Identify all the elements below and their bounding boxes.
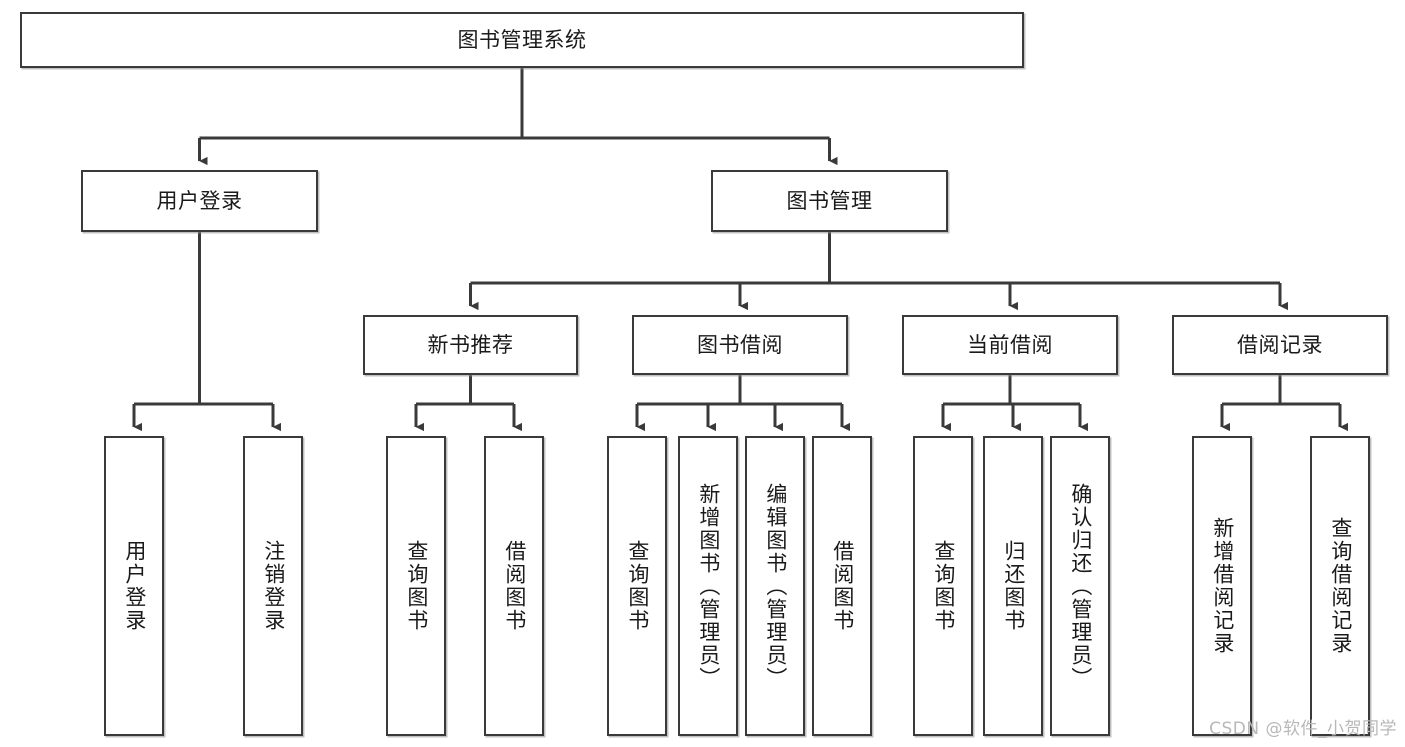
node-label: 查询图书 bbox=[404, 540, 429, 632]
node-leaf2: 注销登录 bbox=[243, 436, 303, 736]
node-label: 图书管理系统 bbox=[457, 27, 587, 52]
node-label: 借阅图书 bbox=[830, 540, 855, 632]
node-leaf10: 归还图书 bbox=[983, 436, 1043, 736]
node-label: 图书管理 bbox=[786, 188, 873, 213]
node-l1a: 用户登录 bbox=[81, 170, 318, 232]
node-label: 确认归还（管理员） bbox=[1068, 482, 1093, 690]
node-label: 编辑图书（管理员） bbox=[763, 482, 788, 690]
node-label: 新增图书（管理员） bbox=[696, 482, 721, 690]
node-l2b: 图书借阅 bbox=[632, 315, 848, 375]
node-leaf12: 新增借阅记录 bbox=[1192, 436, 1252, 736]
node-l2d: 借阅记录 bbox=[1172, 315, 1388, 375]
node-label: 借阅记录 bbox=[1237, 332, 1323, 357]
node-root: 图书管理系统 bbox=[20, 12, 1024, 68]
node-leaf3: 查询图书 bbox=[386, 436, 446, 736]
node-label: 查询图书 bbox=[931, 540, 956, 632]
node-leaf7: 编辑图书（管理员） bbox=[745, 436, 805, 736]
node-l1b: 图书管理 bbox=[711, 170, 948, 232]
node-leaf5: 查询图书 bbox=[607, 436, 667, 736]
node-label: 用户登录 bbox=[156, 188, 243, 213]
node-leaf8: 借阅图书 bbox=[812, 436, 872, 736]
node-l2c: 当前借阅 bbox=[902, 315, 1118, 375]
node-label: 借阅图书 bbox=[502, 540, 527, 632]
node-leaf6: 新增图书（管理员） bbox=[678, 436, 738, 736]
node-label: 新书推荐 bbox=[427, 332, 514, 357]
node-label: 用户登录 bbox=[122, 540, 147, 632]
node-label: 归还图书 bbox=[1001, 540, 1026, 632]
node-leaf11: 确认归还（管理员） bbox=[1050, 436, 1110, 736]
node-l2a: 新书推荐 bbox=[363, 315, 578, 375]
node-label: 查询图书 bbox=[625, 540, 650, 632]
node-leaf1: 用户登录 bbox=[104, 436, 164, 736]
node-label: 新增借阅记录 bbox=[1210, 517, 1235, 655]
node-label: 注销登录 bbox=[261, 540, 286, 632]
node-label: 查询借阅记录 bbox=[1328, 517, 1353, 655]
node-label: 当前借阅 bbox=[967, 332, 1053, 357]
node-leaf13: 查询借阅记录 bbox=[1310, 436, 1370, 736]
node-leaf9: 查询图书 bbox=[913, 436, 973, 736]
node-leaf4: 借阅图书 bbox=[484, 436, 544, 736]
node-label: 图书借阅 bbox=[697, 332, 783, 357]
